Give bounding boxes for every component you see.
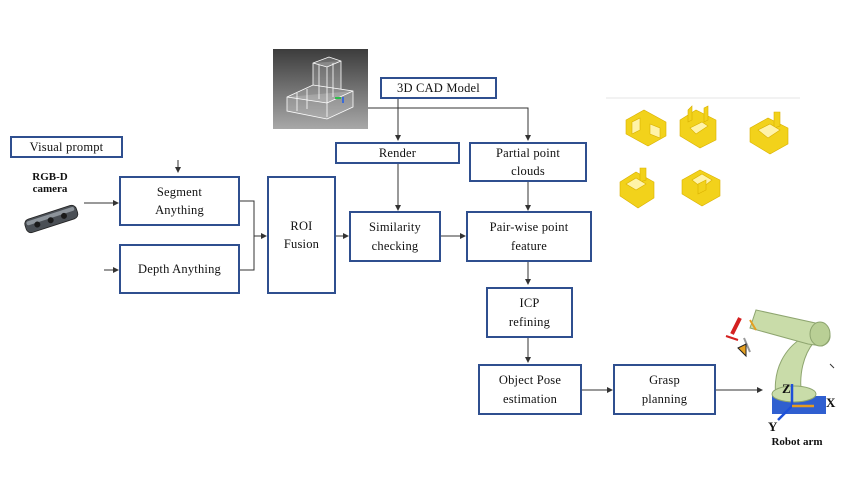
line-cad-partial [398, 107, 531, 141]
segment-anything-box: Segment Anything [119, 176, 240, 226]
axis-z-label: Z [782, 381, 791, 396]
axis-y-label: Y [768, 419, 778, 434]
depth-anything-box: Depth Anything [119, 244, 240, 294]
partial-point-clouds-image [619, 105, 789, 209]
robot-arm-image [725, 309, 835, 421]
pointcloud-sample [749, 111, 789, 155]
robot-arm-label: Robot arm [771, 436, 823, 448]
pair-wise-point-feature-box: Pair-wise point feature [466, 211, 592, 262]
icp-refining-box: ICP refining [486, 287, 573, 338]
cad-model-box: 3D CAD Model [380, 77, 497, 99]
cad-model-image [273, 49, 368, 129]
rgbd-camera-icon [24, 204, 79, 234]
pointcloud-sample [619, 167, 655, 209]
roi-fusion-box: ROI Fusion [267, 176, 336, 294]
camera-label: RGB-D camera [32, 171, 68, 195]
grasp-planning-box: Grasp planning [613, 364, 716, 415]
similarity-checking-box: Similarity checking [349, 211, 441, 262]
pointcloud-sample [625, 109, 667, 147]
pointcloud-sample [679, 105, 717, 149]
object-pose-estimation-box: Object Pose estimation [478, 364, 582, 415]
pointcloud-sample [681, 169, 721, 207]
render-box: Render [335, 142, 460, 164]
line-segment-roi [240, 200, 255, 271]
partial-point-clouds-box: Partial point clouds [469, 142, 587, 182]
axis-x-label: X [826, 395, 836, 410]
visual-prompt-box: Visual prompt [10, 136, 123, 158]
